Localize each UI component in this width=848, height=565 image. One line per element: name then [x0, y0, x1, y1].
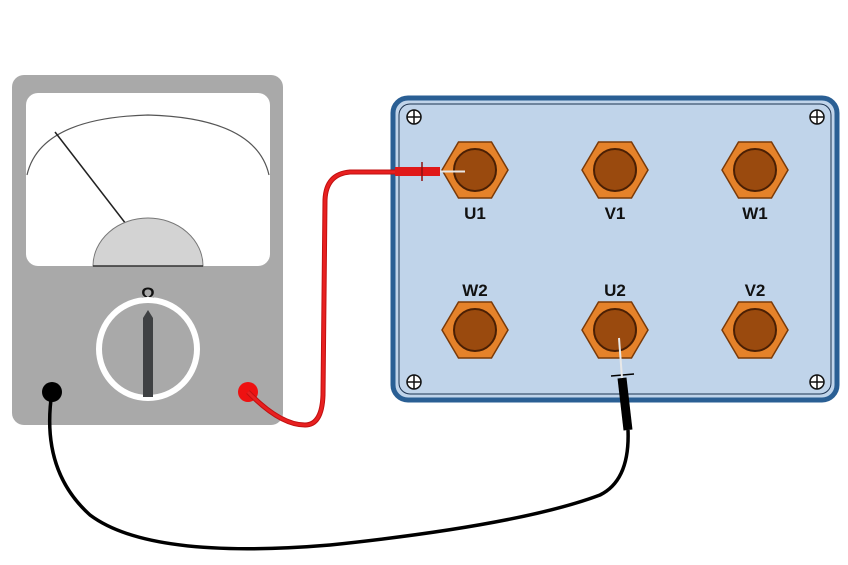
terminal-label: W2 [462, 281, 488, 300]
knob-pointer [143, 310, 153, 397]
terminal-u1[interactable]: U1 [441, 141, 509, 223]
terminal-label: U1 [464, 204, 486, 223]
black-probe-handle[interactable] [617, 377, 633, 431]
screw-icon [406, 374, 422, 390]
terminal-w1[interactable]: W1 [721, 141, 789, 223]
screw-icon [809, 374, 825, 390]
terminal-w2[interactable]: W2 [441, 281, 509, 359]
meter-scale-arc [26, 114, 270, 176]
meter-needle [54, 131, 127, 225]
red-test-lead[interactable] [246, 162, 465, 428]
analog-multimeter: Ω [12, 75, 283, 425]
terminal-v2[interactable]: V2 [721, 281, 789, 359]
terminal-label: W1 [742, 204, 768, 223]
black-probe-tip [618, 337, 623, 379]
black-test-lead[interactable] [47, 337, 635, 551]
screw-icon [406, 109, 422, 125]
range-selector-knob[interactable] [96, 297, 200, 401]
terminal-label: V2 [745, 281, 766, 300]
terminal-label: V1 [605, 204, 626, 223]
terminal-label: U2 [604, 281, 626, 300]
terminal-v1[interactable]: V1 [581, 141, 649, 223]
needle-pivot-cover [92, 217, 204, 267]
screw-icon [809, 109, 825, 125]
terminal-u2[interactable]: U2 [581, 281, 649, 359]
meter-display [26, 93, 270, 266]
red-probe-handle[interactable] [395, 167, 440, 176]
